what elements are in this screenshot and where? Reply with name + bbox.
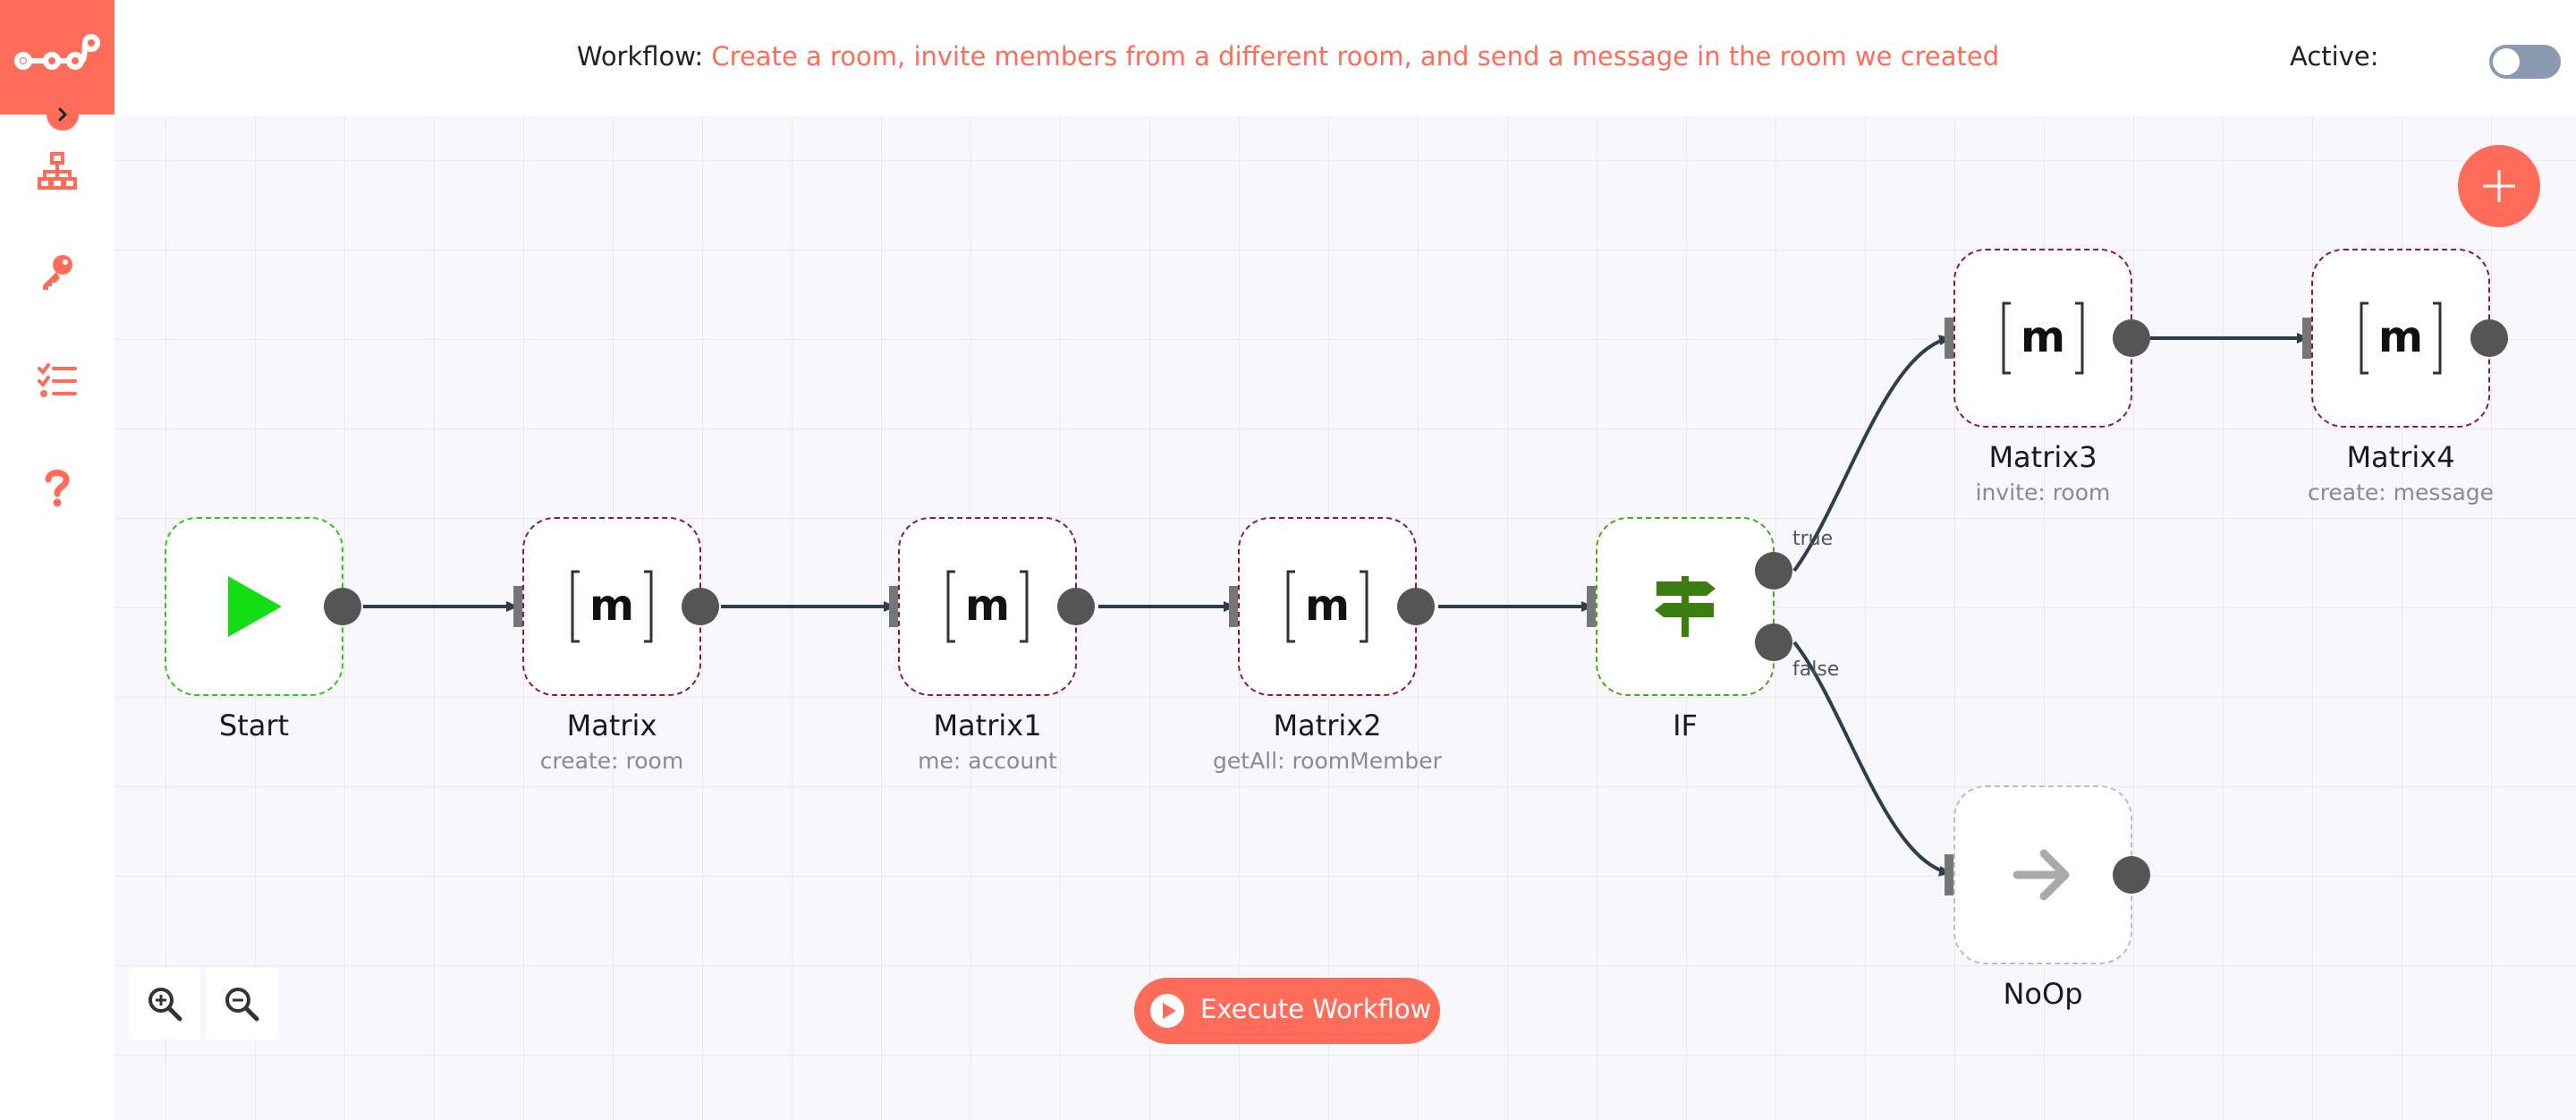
output-port[interactable] <box>682 588 719 625</box>
workflow-name[interactable]: Create a room, invite members from a dif… <box>711 41 2000 72</box>
output-port[interactable] <box>2113 856 2150 894</box>
sidebar <box>0 0 114 1120</box>
logo-icon <box>14 34 100 70</box>
execute-workflow-label: Execute Workflow <box>1200 994 1432 1024</box>
svg-text:m: m <box>589 581 634 631</box>
svg-text:m: m <box>1305 581 1350 631</box>
zoom-in-button[interactable] <box>129 968 200 1039</box>
svg-text:m: m <box>2021 312 2065 362</box>
node-label: Matrix4 <box>2346 440 2455 474</box>
matrix-icon: m <box>2002 301 2084 375</box>
workflow-canvas[interactable]: Start m Matrix create: room m Matrix1 me… <box>114 116 2576 1120</box>
node-noop[interactable] <box>1953 785 2132 964</box>
node-label: Start <box>218 708 290 742</box>
node-matrix3[interactable]: m <box>1953 249 2132 428</box>
question-icon <box>45 470 70 507</box>
signpost-icon <box>1655 576 1716 637</box>
sidebar-item-workflows[interactable] <box>36 150 79 193</box>
active-toggle[interactable] <box>2489 45 2561 79</box>
node-subtitle: me: account <box>918 748 1057 774</box>
plus-icon <box>2483 170 2515 202</box>
node-label: Matrix3 <box>1988 440 2097 474</box>
add-node-button[interactable] <box>2458 145 2540 227</box>
workflow-label: Workflow: <box>576 41 704 72</box>
false-output-port[interactable] <box>1755 624 1792 661</box>
node-label: Matrix1 <box>933 708 1042 742</box>
matrix-icon: m <box>2360 301 2442 375</box>
true-output-port[interactable] <box>1755 552 1792 590</box>
n8n-logo[interactable] <box>0 0 114 115</box>
node-label: Matrix2 <box>1273 708 1382 742</box>
execute-workflow-button[interactable]: Execute Workflow <box>1134 978 1440 1044</box>
header: Workflow: Create a room, invite members … <box>114 0 2576 116</box>
node-subtitle: create: message <box>2307 479 2495 505</box>
output-port[interactable] <box>324 588 361 625</box>
play-icon <box>228 576 282 637</box>
active-label: Active: <box>2290 41 2379 72</box>
network-icon <box>38 152 77 190</box>
key-icon <box>43 255 72 290</box>
matrix-icon: m <box>946 570 1029 643</box>
workflow-title: Workflow: Create a room, invite members … <box>114 41 2462 72</box>
arrow-right-icon <box>2012 849 2070 901</box>
svg-text:m: m <box>965 581 1010 631</box>
connection-if-noop <box>1792 641 1952 877</box>
toggle-knob <box>2493 48 2520 75</box>
list-check-icon <box>38 363 77 397</box>
node-if[interactable] <box>1596 517 1775 696</box>
sidebar-item-executions[interactable] <box>36 358 79 401</box>
node-matrix[interactable]: m <box>522 517 701 696</box>
zoom-out-button[interactable] <box>206 968 277 1039</box>
false-branch-label: false <box>1792 658 1840 681</box>
node-label: NoOp <box>2003 977 2083 1011</box>
output-port[interactable] <box>2470 319 2508 357</box>
node-matrix2[interactable]: m <box>1238 517 1417 696</box>
output-port[interactable] <box>1397 588 1435 625</box>
node-subtitle: create: room <box>539 748 684 774</box>
node-subtitle: getAll: roomMember <box>1213 748 1442 774</box>
connections-layer <box>363 333 2309 877</box>
svg-text:m: m <box>2378 312 2423 362</box>
expand-sidebar-button[interactable] <box>47 98 79 131</box>
output-port[interactable] <box>2113 319 2150 357</box>
play-icon <box>1163 1003 1176 1019</box>
output-port[interactable] <box>1057 588 1095 625</box>
node-matrix1[interactable]: m <box>898 517 1077 696</box>
sidebar-item-help[interactable] <box>36 465 79 508</box>
chevron-right-icon <box>58 107 67 122</box>
zoom-in-icon <box>148 988 182 1022</box>
zoom-out-icon <box>225 988 259 1022</box>
matrix-icon: m <box>1286 570 1368 643</box>
matrix-icon: m <box>571 570 653 643</box>
node-subtitle: invite: room <box>1975 479 2111 505</box>
node-matrix4[interactable]: m <box>2311 249 2490 428</box>
node-label: IF <box>1673 708 1698 742</box>
connection-if-matrix3 <box>1792 335 1952 573</box>
node-label: Matrix <box>566 708 657 742</box>
sidebar-item-credentials[interactable] <box>36 250 79 293</box>
play-circle-icon <box>1150 994 1184 1028</box>
node-start[interactable] <box>165 517 343 696</box>
true-branch-label: true <box>1792 528 1834 550</box>
